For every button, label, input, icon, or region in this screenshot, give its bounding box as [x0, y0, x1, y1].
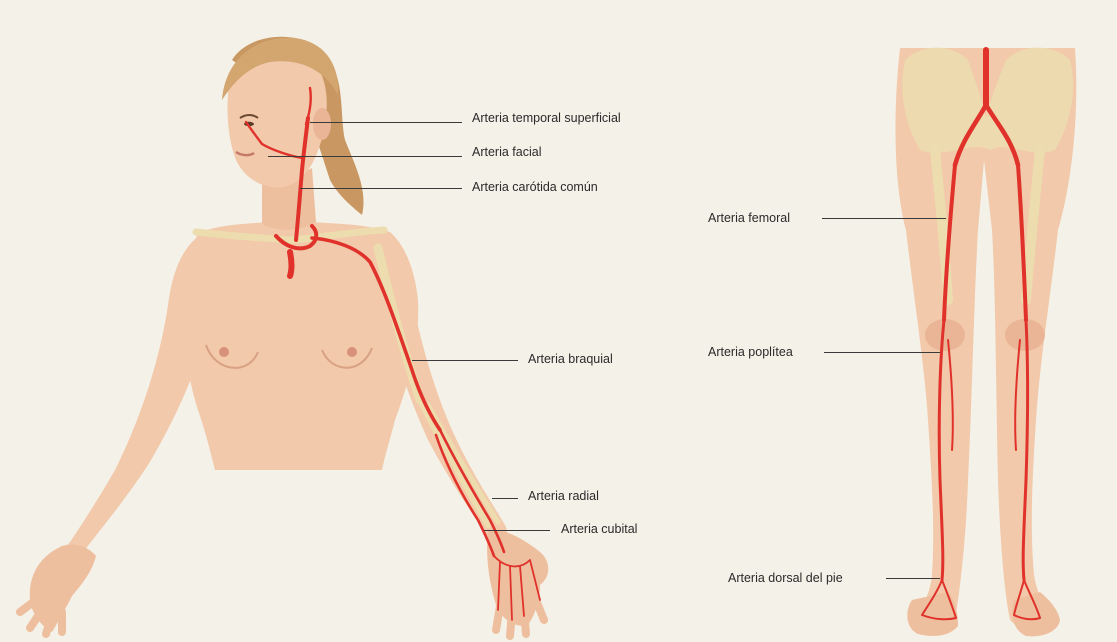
label-arteria-braquial: Arteria braquial [528, 352, 613, 366]
carotida-leader-line [300, 188, 462, 189]
label-arteria-facial: Arteria facial [472, 145, 541, 159]
braquial-leader-line [412, 360, 518, 361]
cubital-leader-line [484, 530, 550, 531]
label-arteria-temporal-superficial: Arteria temporal superficial [472, 111, 621, 125]
femoral-leader-line [822, 218, 946, 219]
label-arteria-cubital: Arteria cubital [561, 522, 637, 536]
poplitea-leader-line [824, 352, 940, 353]
label-arteria-dorsal-del-pie: Arteria dorsal del pie [728, 571, 843, 585]
upper-body-figure [20, 37, 548, 636]
label-arteria-poplitea: Arteria poplítea [708, 345, 793, 359]
label-arteria-femoral: Arteria femoral [708, 211, 790, 225]
radial-leader-line [492, 498, 518, 499]
temporal-leader-line [310, 122, 462, 123]
label-arteria-radial: Arteria radial [528, 489, 599, 503]
dorsal-pie-leader-line [886, 578, 940, 579]
legs-figure [895, 48, 1076, 637]
facial-leader-line [268, 156, 462, 157]
label-arteria-carotida-comun: Arteria carótida común [472, 180, 598, 194]
